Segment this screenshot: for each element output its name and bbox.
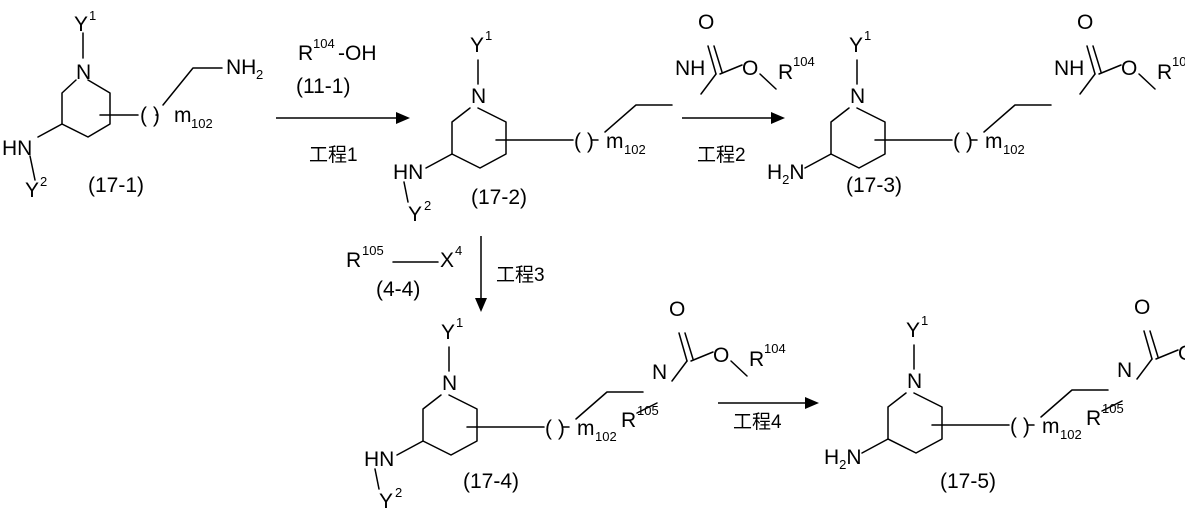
atom-nh: NH: [1054, 57, 1084, 80]
m-subscript: 102: [191, 116, 213, 131]
step-2-label: 工程2: [697, 144, 746, 166]
atom-n: N: [76, 61, 91, 84]
reagent-label-4-4: (4-4): [376, 278, 420, 301]
atom-h2n: H2N: [767, 161, 805, 187]
atom-hn: HN: [2, 137, 32, 160]
m-label: m: [577, 417, 595, 440]
paren-label: ( ): [140, 104, 160, 127]
atom-o: O: [1121, 57, 1137, 80]
paren-label: ( ): [953, 130, 973, 153]
compound-17-3: N Y 1 H2N ( ) m 102 NH O O R 104 (17-3): [767, 11, 1185, 197]
atom-r: R: [1157, 61, 1172, 84]
atom-n: N: [850, 85, 865, 108]
superscript-2: 2: [424, 198, 431, 213]
paren-label: ( ): [574, 130, 594, 153]
atom-y: Y: [74, 13, 88, 36]
superscript-104: 104: [1172, 54, 1185, 69]
atom-y: Y: [849, 34, 863, 57]
m-label: m: [1042, 415, 1060, 438]
reagent-label-11-1: (11-1): [296, 75, 350, 98]
atom-hn: HN: [393, 161, 423, 184]
compound-17-1: N Y 1 HN Y 2 ( ) m 102 NH 2 (17-1): [2, 8, 263, 202]
atom-y: Y: [25, 179, 39, 202]
atom-hn: HN: [364, 448, 394, 471]
atom-n: N: [471, 85, 486, 108]
m-subscript: 102: [1060, 427, 1082, 442]
atom-h2n: H2N: [824, 446, 862, 472]
superscript-1: 1: [921, 313, 928, 328]
compound-label-17-4: (17-4): [463, 470, 519, 493]
step-1-label: 工程1: [309, 144, 358, 166]
atom-y: Y: [470, 34, 484, 57]
paren-label: ( ): [1010, 415, 1030, 438]
atom-y: Y: [379, 490, 393, 513]
atom-n: N: [1117, 359, 1132, 382]
reagent-r: R: [298, 42, 313, 65]
compound-label-17-1: (17-1): [88, 174, 144, 197]
atom-r: R: [1086, 407, 1101, 430]
atom-o: O: [742, 57, 758, 80]
step-3-label: 工程3: [496, 264, 545, 286]
atom-nh2: NH: [226, 56, 256, 79]
atom-o: O: [1178, 342, 1185, 365]
superscript-104: 104: [793, 54, 815, 69]
atom-y: Y: [408, 203, 422, 226]
superscript-104: 104: [313, 36, 335, 51]
compound-17-4: N Y 1 HN Y 2 ( ) m 102 N O O R 104 R 105…: [364, 298, 786, 513]
reagent-x: X: [440, 249, 454, 272]
atom-n: N: [652, 361, 667, 384]
m-subscript: 102: [595, 429, 617, 444]
atom-nh: NH: [675, 57, 705, 80]
atom-o: O: [1134, 296, 1150, 319]
step-3-arrow: R 105 X 4 (4-4) 工程3: [346, 236, 545, 312]
atom-n: N: [907, 370, 922, 393]
nh2-subscript: 2: [256, 67, 263, 82]
superscript-1: 1: [456, 315, 463, 330]
superscript-1: 1: [864, 28, 871, 43]
step-2-arrow: 工程2: [682, 112, 785, 166]
atom-y: Y: [441, 321, 455, 344]
m-label: m: [985, 130, 1003, 153]
compound-17-5: N Y 1 H2N ( ) m 102 N O O R 104 R 105 (1…: [824, 296, 1185, 493]
compound-label-17-3: (17-3): [846, 174, 902, 197]
superscript-2: 2: [395, 485, 402, 500]
superscript-1: 1: [89, 8, 96, 23]
atom-n: N: [442, 372, 457, 395]
atom-y: Y: [906, 319, 920, 342]
m-label: m: [174, 104, 192, 127]
atom-r: R: [749, 348, 764, 371]
superscript-105: 105: [362, 243, 384, 258]
m-label: m: [606, 130, 624, 153]
atom-o: O: [1077, 11, 1093, 34]
superscript-104: 104: [764, 341, 786, 356]
superscript-105: 105: [637, 403, 659, 418]
compound-label-17-5: (17-5): [940, 470, 996, 493]
atom-r: R: [778, 61, 793, 84]
superscript-1: 1: [485, 28, 492, 43]
step-4-label: 工程4: [733, 411, 782, 433]
reagent-oh: -OH: [338, 42, 377, 65]
atom-o: O: [669, 298, 685, 321]
atom-o: O: [713, 344, 729, 367]
compound-label-17-2: (17-2): [471, 186, 527, 209]
step-1-arrow: R 104 -OH (11-1) 工程1: [276, 36, 410, 166]
step-4-arrow: 工程4: [718, 397, 819, 433]
reagent-r: R: [346, 249, 361, 272]
atom-r: R: [621, 409, 636, 432]
paren-label: ( ): [545, 417, 565, 440]
superscript-4: 4: [455, 243, 462, 258]
m-subscript: 102: [624, 142, 646, 157]
m-subscript: 102: [1003, 142, 1025, 157]
atom-o: O: [698, 11, 714, 34]
superscript-2: 2: [40, 174, 47, 189]
superscript-105: 105: [1102, 401, 1124, 416]
